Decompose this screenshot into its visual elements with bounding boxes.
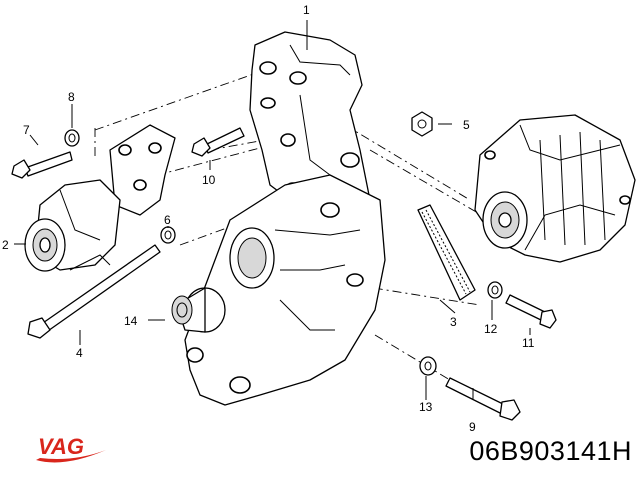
- callout-8: 8: [68, 90, 75, 104]
- callout-labels: 1 2 3 4 5 6 7 8 9 10 11 12 13 14: [2, 3, 535, 434]
- callout-6: 6: [164, 213, 171, 227]
- callout-13: 13: [419, 400, 433, 414]
- nut-5: [411, 111, 433, 137]
- leader-lines: [14, 20, 531, 400]
- callout-14: 14: [124, 314, 138, 328]
- callout-10: 10: [202, 173, 216, 187]
- callout-7: 7: [23, 123, 30, 137]
- alternator: [474, 114, 636, 263]
- bolt-10: [191, 127, 245, 157]
- callout-1: 1: [303, 3, 310, 17]
- lower-bracket: [184, 174, 386, 406]
- callout-2: 2: [2, 238, 9, 252]
- washer-13: [419, 356, 437, 376]
- callout-12: 12: [484, 322, 498, 336]
- callout-9: 9: [469, 420, 476, 434]
- part-number: 06B903141H: [469, 436, 632, 466]
- long-bolt: [27, 244, 161, 339]
- drive-belt: [417, 204, 476, 301]
- bolt-11: [505, 294, 557, 329]
- callout-11: 11: [522, 336, 535, 350]
- washer-6: [160, 226, 176, 244]
- bolt-9: [445, 377, 521, 421]
- belt-tensioner: [24, 124, 176, 272]
- callout-3: 3: [450, 315, 457, 329]
- washer-8: [64, 129, 80, 147]
- washer-12: [487, 281, 503, 299]
- bushing-14: [171, 287, 226, 333]
- callout-5: 5: [463, 118, 470, 132]
- vag-logo: VAG: [36, 434, 106, 463]
- vag-logo-text: VAG: [38, 434, 84, 459]
- bolt-7: [11, 151, 73, 179]
- vag-logo-swoosh: [36, 450, 106, 463]
- callout-4: 4: [76, 346, 83, 360]
